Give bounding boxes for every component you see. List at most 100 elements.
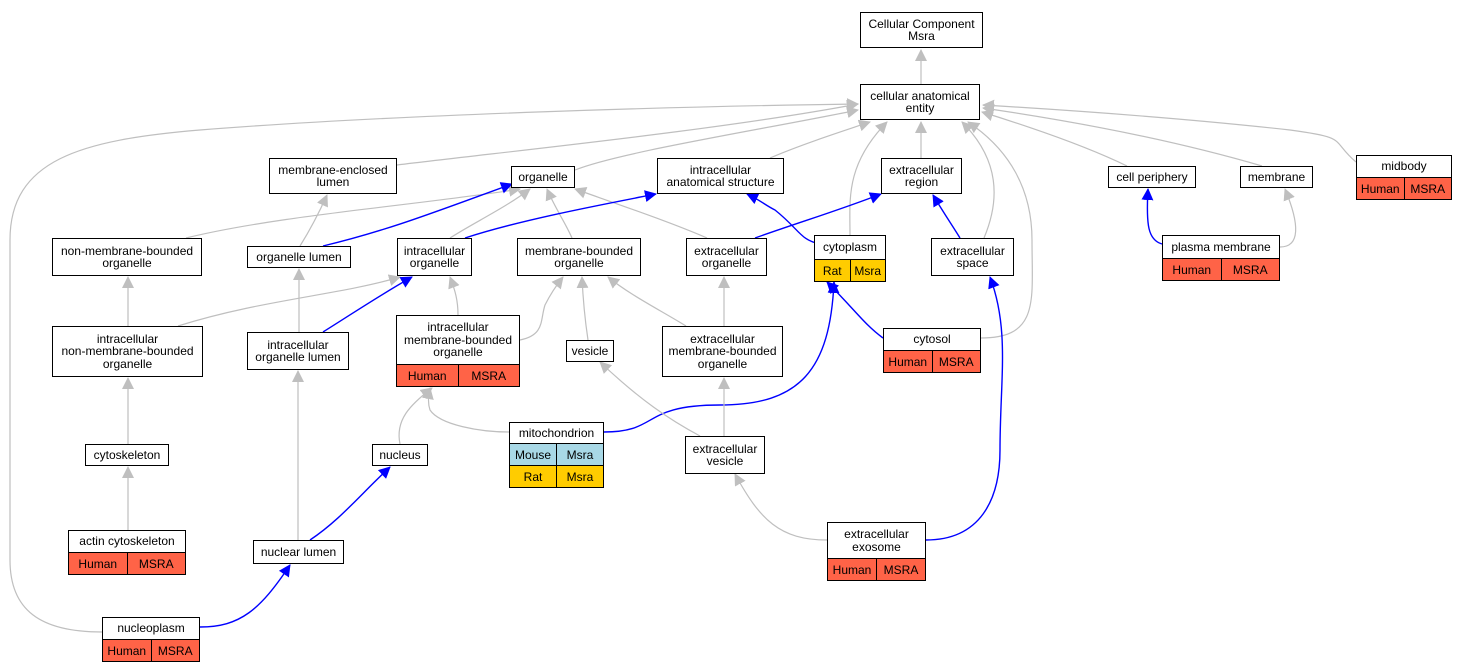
species-name: Human	[103, 640, 151, 661]
node-label: intracellular non-membrane-bounded organ…	[61, 331, 194, 371]
node-label: extracellular membrane-bounded organelle	[668, 331, 777, 371]
gene-symbol: Msra	[849, 260, 885, 281]
node-label: extracellular space	[940, 243, 1005, 270]
node-csk[interactable]: cytoskeleton	[85, 444, 169, 466]
edge-exmbo-to-mbo	[607, 276, 687, 327]
node-exmbo[interactable]: extracellular membrane-bounded organelle	[662, 326, 783, 377]
node-exo[interactable]: extracellular organelle	[686, 238, 767, 276]
gene-symbol: MSRA	[931, 351, 980, 372]
node-label: organelle lumen	[256, 249, 342, 264]
node-label: nucleoplasm	[117, 621, 185, 636]
edge-csol-to-cae	[967, 121, 1033, 339]
node-exr[interactable]: extracellular region	[881, 158, 962, 194]
node-org[interactable]: organelle	[511, 166, 575, 188]
node-mbo[interactable]: membrane-bounded organelle	[517, 238, 641, 276]
node-root[interactable]: Cellular Component Msra	[860, 12, 983, 48]
node-label: cytoplasm	[822, 240, 878, 255]
node-label: nucleus	[379, 447, 421, 462]
edge-cyto-to-cae	[849, 121, 888, 236]
edge-exs-to-cae	[961, 121, 995, 239]
node-inmbo[interactable]: intracellular non-membrane-bounded organ…	[52, 326, 203, 377]
node-cae[interactable]: cellular anatomical entity	[860, 84, 980, 120]
node-exv[interactable]: extracellular vesicle	[685, 436, 765, 474]
node-nmbo[interactable]: non-membrane-bounded organelle	[52, 238, 202, 276]
node-label: cytosol	[913, 332, 951, 347]
edge-np-to-cae	[9, 98, 859, 633]
edge-org-to-cae	[574, 106, 859, 171]
node-label: non-membrane-bounded organelle	[60, 243, 194, 270]
gene-symbol: Msra	[556, 444, 603, 465]
edge-io-to-ias	[464, 190, 657, 239]
node-label: membrane	[1247, 169, 1306, 184]
node-ias[interactable]: intracellular anatomical structure	[657, 158, 784, 194]
node-label: vesicle	[571, 343, 609, 358]
edge-cper-to-cae	[981, 109, 1128, 167]
species-name: Human	[1163, 259, 1221, 280]
node-label: extracellular region	[889, 162, 954, 189]
edge-imbo-to-mbo	[519, 276, 564, 341]
gene-symbol: MSRA	[150, 640, 199, 661]
edge-exv-to-ves	[599, 361, 701, 437]
node-nuc[interactable]: nucleus	[372, 444, 428, 466]
edge-exosome-to-exs	[925, 276, 1004, 541]
edge-ias-to-cae	[769, 119, 871, 159]
edge-np-to-nl	[199, 564, 291, 628]
node-orgl[interactable]: organelle lumen	[247, 246, 351, 268]
node-label: cytoskeleton	[93, 447, 161, 462]
node-mel[interactable]: membrane-enclosed lumen	[269, 158, 397, 194]
edge-mid-to-cae	[982, 99, 1357, 163]
node-label: organelle	[518, 169, 568, 184]
node-label: membrane-bounded organelle	[524, 243, 634, 270]
node-io[interactable]: intracellular organelle	[397, 238, 472, 276]
edge-mito-to-imbo	[421, 387, 510, 433]
node-iol[interactable]: intracellular organelle lumen	[247, 332, 349, 370]
node-label: Cellular Component Msra	[868, 16, 975, 43]
node-label: mitochondrion	[518, 425, 595, 440]
species-name: Human	[828, 559, 876, 580]
gene-symbol: MSRA	[1403, 178, 1451, 199]
node-label: intracellular organelle lumen	[255, 337, 341, 364]
node-imbo[interactable]: intracellular membrane-bounded organelle…	[396, 315, 520, 387]
species-name: Human	[397, 365, 458, 386]
node-label: extracellular exosome	[844, 527, 909, 554]
node-ves[interactable]: vesicle	[566, 340, 614, 362]
node-exs[interactable]: extracellular space	[931, 238, 1014, 276]
edge-nmbo-to-org	[185, 184, 521, 239]
edge-memb-to-cae	[982, 103, 1263, 167]
node-label: cellular anatomical entity	[870, 88, 970, 115]
gene-symbol: MSRA	[457, 365, 519, 386]
edge-cyto-to-ias	[746, 193, 821, 245]
node-label: intracellular membrane-bounded organelle	[403, 320, 513, 360]
edge-orgl-to-mel	[299, 194, 328, 247]
edge-csol-to-cyto	[826, 281, 884, 339]
node-nl[interactable]: nuclear lumen	[253, 540, 344, 564]
node-memb[interactable]: membrane	[1240, 166, 1313, 188]
species-name: Human	[884, 351, 932, 372]
node-label: nuclear lumen	[260, 544, 337, 559]
node-label: extracellular vesicle	[692, 441, 758, 468]
species-name: Mouse	[510, 444, 556, 465]
node-cper[interactable]: cell periphery	[1108, 166, 1196, 188]
node-label: plasma membrane	[1171, 239, 1271, 254]
gene-symbol: MSRA	[876, 559, 925, 580]
edge-mel-to-cae	[396, 100, 859, 166]
node-label: midbody	[1381, 159, 1427, 174]
edge-orgl-to-org	[322, 182, 513, 247]
